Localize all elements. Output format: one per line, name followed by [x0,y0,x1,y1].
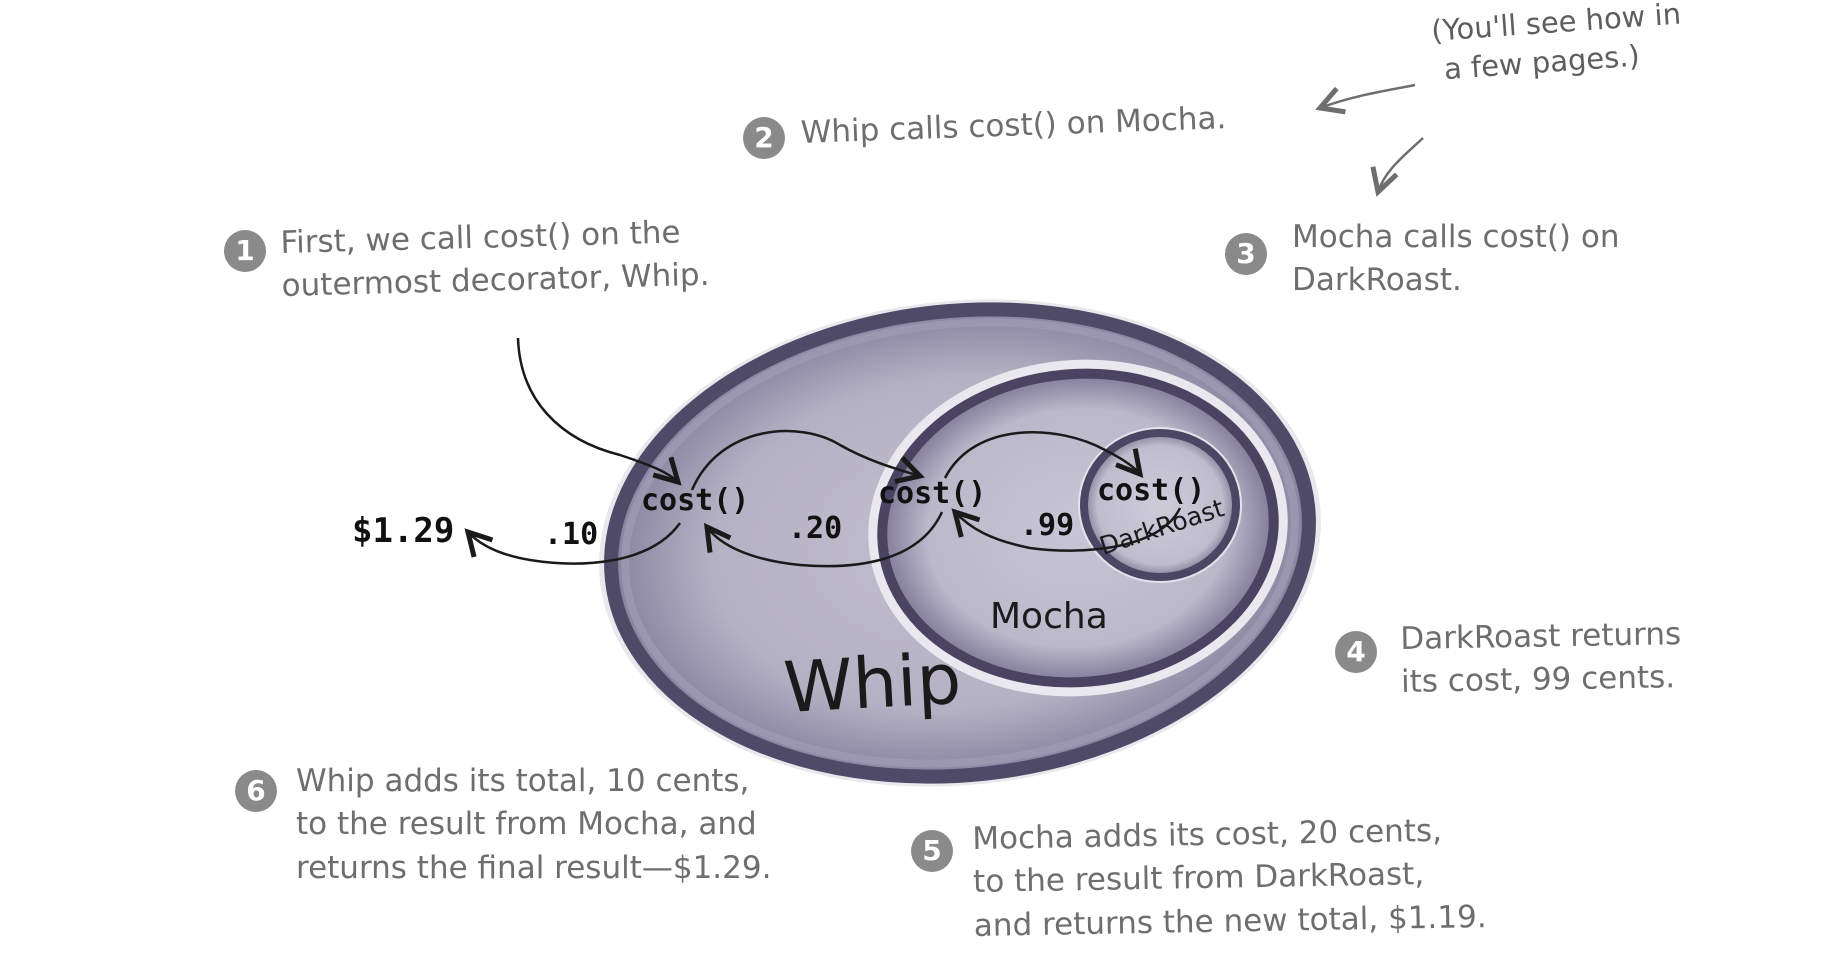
step-5-note: Mocha adds its cost, 20 cents, to the re… [972,809,1487,948]
step-1-note: First, we call cost() on the outermost d… [280,211,710,309]
mocha-cost-call: cost() [878,476,986,511]
call-arrow-whip-to-mocha [690,429,920,491]
whip-label: Whip [782,638,964,729]
step-4-badge: 4 [1335,631,1377,673]
step-6-line: returns the final result—$1.29. [296,849,772,886]
step-3-badge: 3 [1225,233,1267,275]
step-6-line: to the result from Mocha, and [296,806,757,843]
darkroast-cost-value: .99 [1020,508,1074,543]
whip-add-value: .10 [544,517,598,552]
call-arrow-into-whip [516,337,678,482]
step-3-line: Mocha calls cost() on [1292,219,1620,255]
mocha-add-value: .20 [788,511,842,546]
step-6-note: Whip adds its total, 10 cents, to the re… [296,760,771,890]
aside-arrow-left [1320,83,1416,108]
step-6-line: Whip adds its total, 10 cents, [296,763,750,799]
return-arrow-mocha-to-whip [707,511,944,568]
call-arrow-mocha-to-darkroast [943,431,1140,479]
return-arrow-whip-to-caller [468,522,682,565]
step-2-badge: 2 [743,117,785,159]
step-4-line: its cost, 99 cents. [1400,659,1676,701]
mocha-label: Mocha [990,596,1108,637]
step-4-line: DarkRoast returns [1400,616,1682,657]
whip-cost-call: cost() [641,483,749,518]
final-result-value: $1.29 [352,511,454,551]
step-5-line: and returns the new total, $1.19. [973,898,1487,944]
step-1-badge: 1 [224,230,266,272]
step-6-badge: 6 [235,770,277,812]
darkroast-cost-call: cost() [1097,473,1205,508]
step-3-note: Mocha calls cost() on DarkRoast. [1292,216,1620,303]
aside-arrow-down [1378,137,1424,192]
step-3-line: DarkRoast. [1292,262,1462,299]
return-arrow-darkroast-to-mocha [955,507,1182,552]
step-4-note: DarkRoast returns its cost, 99 cents. [1400,613,1682,705]
step-5-badge: 5 [911,830,953,872]
